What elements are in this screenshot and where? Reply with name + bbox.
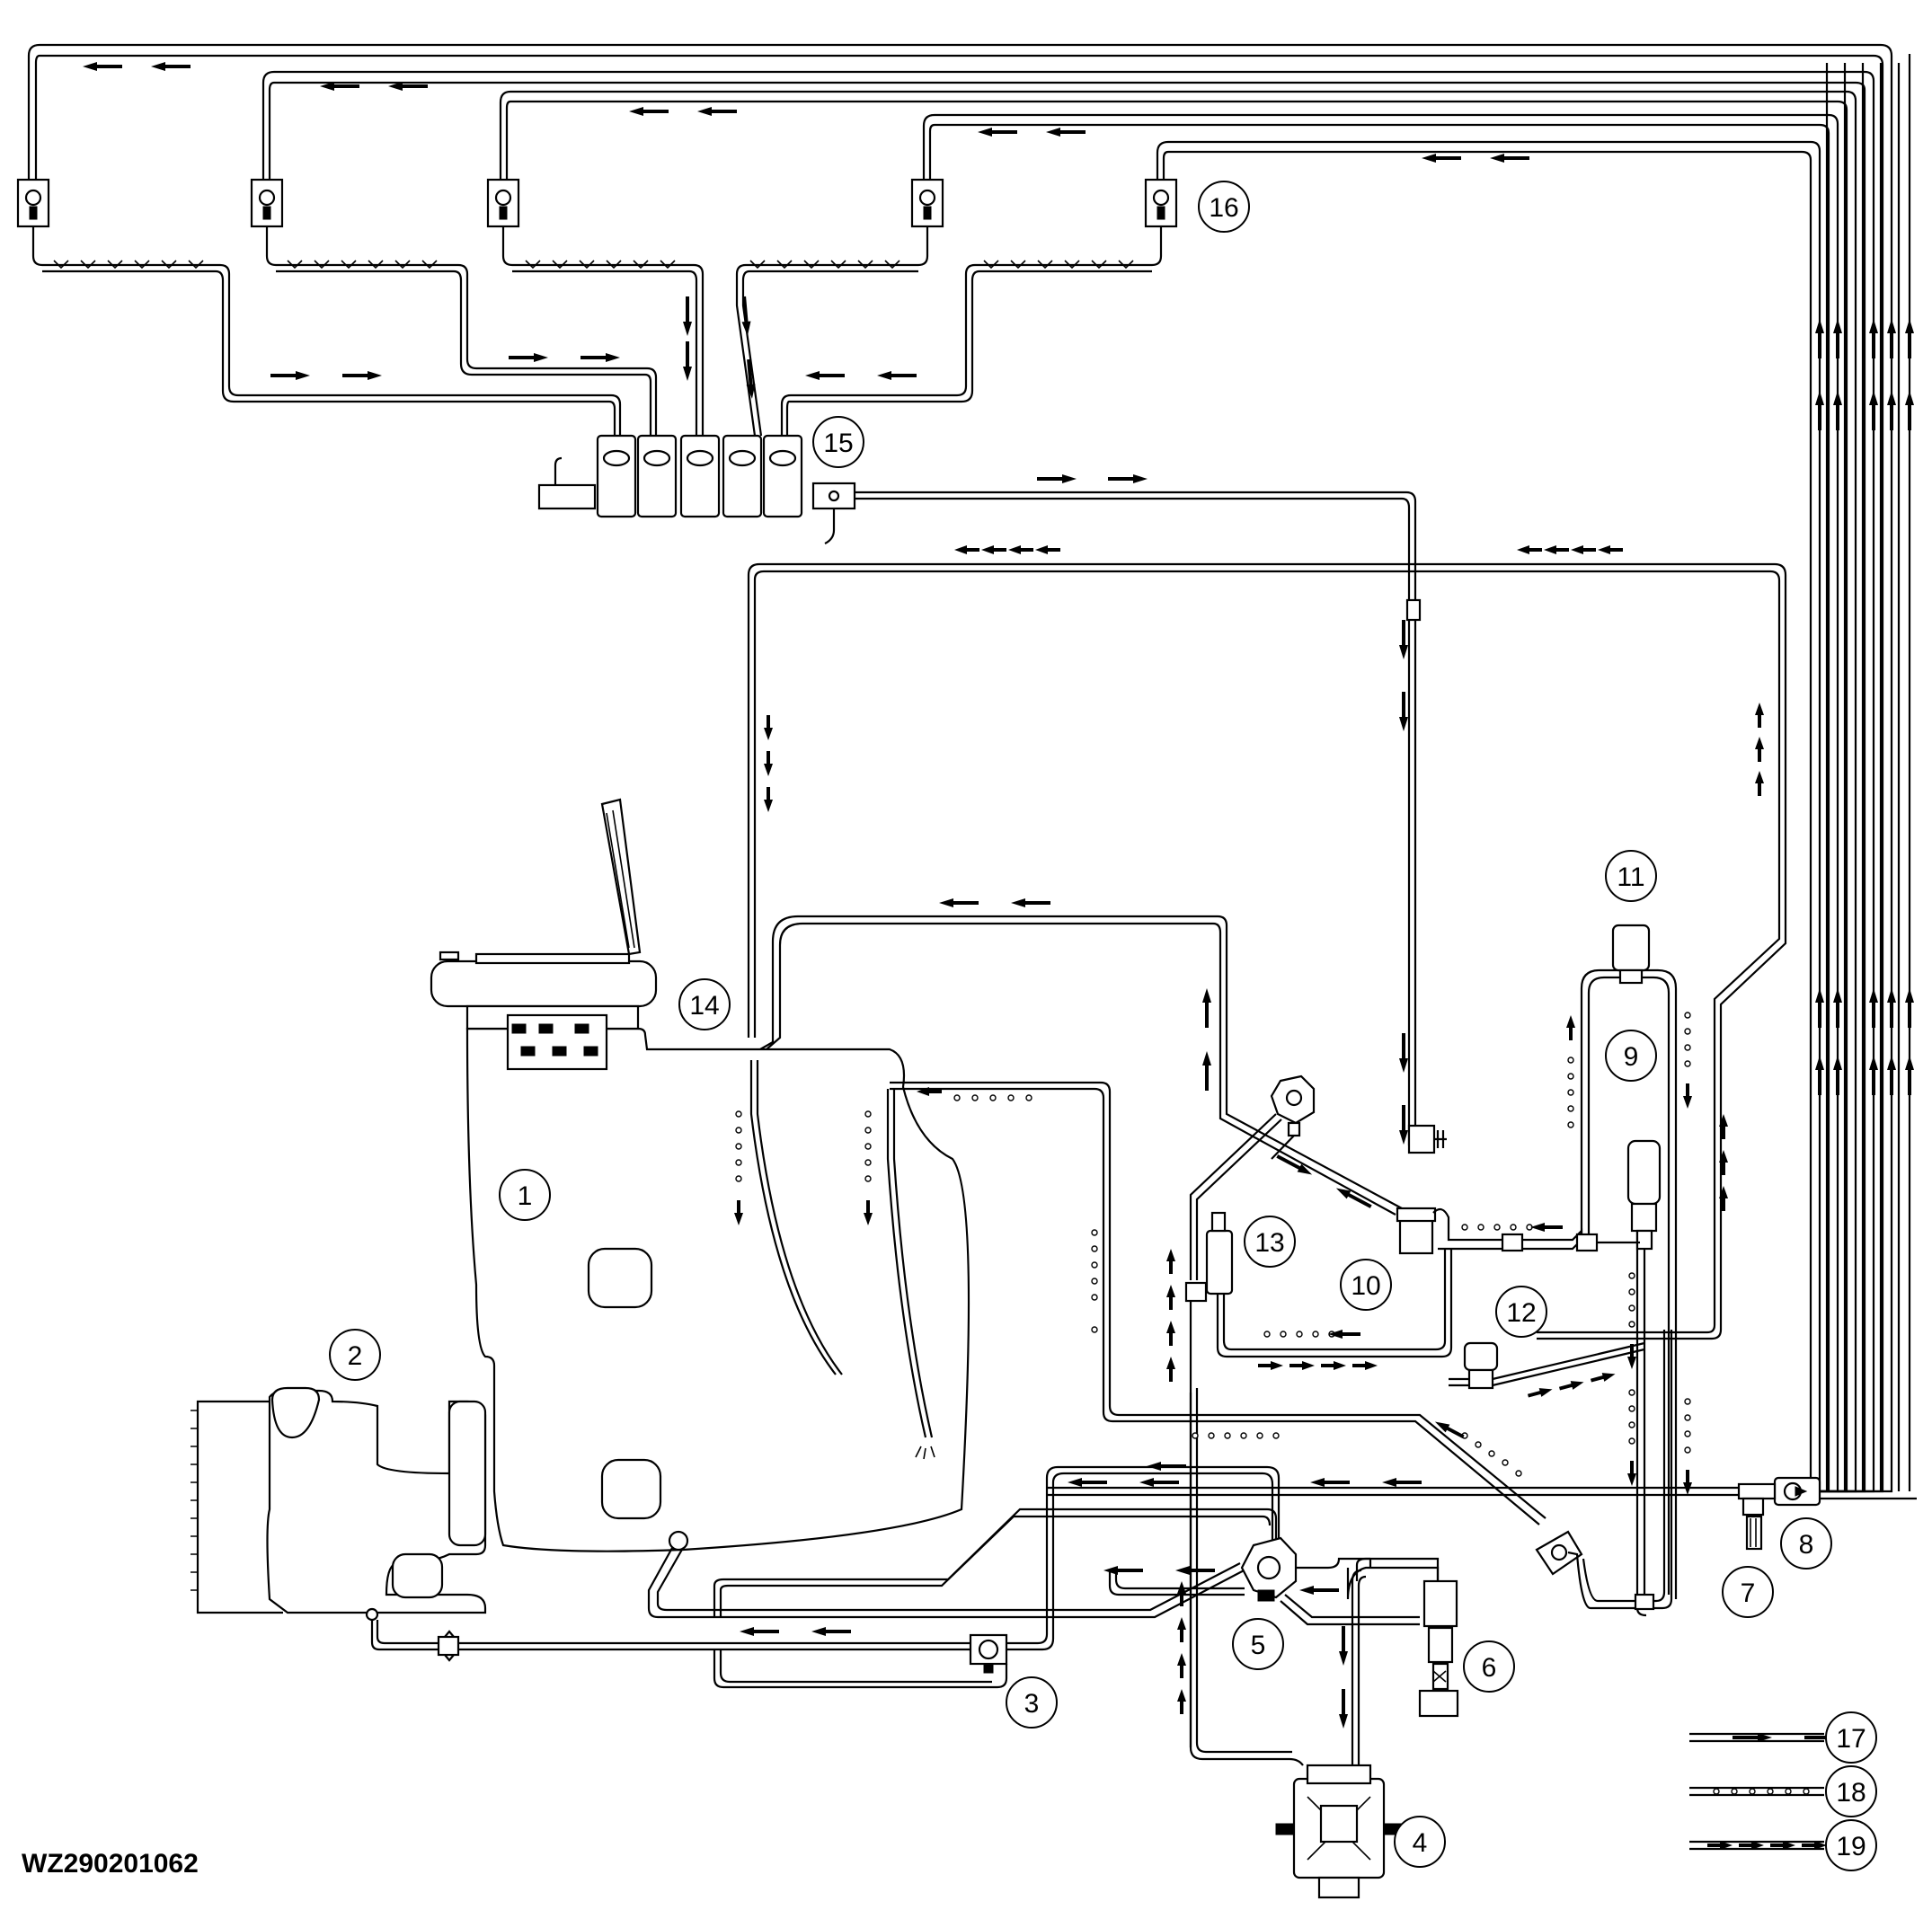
- valve-manifold-14: [1270, 1074, 1316, 1137]
- nozzle-ticks: [53, 260, 1134, 270]
- svg-text:6: 6: [1482, 1653, 1497, 1683]
- top-flow-arrows: [83, 62, 1529, 163]
- svg-text:10: 10: [1351, 1271, 1380, 1301]
- pump-4: [1275, 1764, 1403, 1899]
- valve-12-small: [1463, 1341, 1499, 1390]
- valve12-dots: [1567, 1012, 1691, 1454]
- boom-feed-lines: [27, 43, 1893, 1493]
- rinse-tank: [191, 1386, 487, 1622]
- pump-arrows: [1177, 1581, 1348, 1729]
- valve14-dots: [1192, 1432, 1280, 1439]
- callout-5: 5: [1232, 1618, 1284, 1670]
- valve10-dots: [1263, 1224, 1533, 1338]
- callout-17: 17: [1825, 1711, 1877, 1764]
- right-vertical-arrows: [1815, 319, 1914, 1095]
- valve-13: [1184, 1211, 1234, 1303]
- filter-7: [1741, 1497, 1765, 1551]
- legend-line-19: [1689, 1840, 1827, 1851]
- svg-text:9: 9: [1624, 1042, 1639, 1072]
- section-valve-2: [250, 178, 284, 228]
- section-valve-3: [486, 178, 520, 228]
- supply-line-arrows: [1068, 1478, 1422, 1487]
- callout-19: 19: [1825, 1819, 1877, 1871]
- valve-column-12: [1626, 1139, 1662, 1617]
- svg-text:1: 1: [518, 1181, 533, 1211]
- section-valves: [16, 178, 1178, 228]
- svg-text:15: 15: [823, 429, 853, 458]
- return-loop-arrows: [764, 545, 1764, 1211]
- svg-text:14: 14: [689, 991, 719, 1021]
- callout-13: 13: [1244, 1216, 1296, 1268]
- tank-inner-tubes: [749, 1060, 935, 1460]
- nozzle-bars: [31, 226, 1163, 437]
- pressure-valve-7: [1535, 1530, 1583, 1576]
- svg-text:7: 7: [1741, 1578, 1756, 1608]
- tank-return-loop: [747, 562, 1787, 1340]
- callout-10: 10: [1340, 1259, 1392, 1311]
- callout-14: 14: [678, 978, 731, 1030]
- manifold-line-arrows: [1037, 474, 1408, 1145]
- callout-6: 6: [1463, 1640, 1515, 1693]
- valve12-arrows: [1566, 1015, 1692, 1495]
- legend-line-18: [1689, 1786, 1824, 1797]
- callout-7: 7: [1722, 1566, 1774, 1618]
- svg-text:11: 11: [1617, 862, 1644, 892]
- filter-6: [1418, 1579, 1459, 1718]
- drawing-id: WZ290201062: [22, 1849, 199, 1879]
- callout-11: 11: [1605, 850, 1657, 902]
- tank-dotted-flow: [735, 1094, 1032, 1182]
- callout-1: 1: [499, 1169, 551, 1221]
- svg-text:5: 5: [1251, 1631, 1266, 1660]
- right-trunk-lines: [1784, 54, 1917, 1500]
- main-tank: [430, 798, 970, 1552]
- callout-8: 8: [1780, 1517, 1832, 1570]
- suction-arrows: [740, 1627, 851, 1636]
- rinse-line: [370, 1620, 970, 1651]
- valve12-small-arrows: [1258, 1361, 1616, 1398]
- svg-text:18: 18: [1836, 1778, 1866, 1808]
- legend: [1689, 1732, 1844, 1851]
- callouts: 1 2 3 4 5 6 7 8 9 10 11 12 13 14 15 16 1…: [329, 181, 1877, 1871]
- svg-text:19: 19: [1836, 1832, 1866, 1861]
- section-valve-4: [910, 178, 944, 228]
- svg-text:16: 16: [1209, 193, 1238, 223]
- agitation-dots: [1091, 1229, 1522, 1477]
- check-valve-8: [1737, 1476, 1821, 1507]
- flowmeter-9: [1580, 924, 1678, 1599]
- callout-2: 2: [329, 1329, 381, 1381]
- callout-3: 3: [1006, 1676, 1058, 1729]
- valve5-arrows: [1103, 1566, 1339, 1595]
- agitation-arrows: [939, 898, 1372, 1208]
- svg-text:4: 4: [1413, 1828, 1428, 1858]
- valve-10: [1396, 1124, 1447, 1255]
- callout-15: 15: [812, 416, 864, 468]
- callout-18: 18: [1825, 1765, 1877, 1817]
- callout-9: 9: [1605, 1030, 1657, 1082]
- valve14-arrows: [1147, 1249, 1186, 1471]
- legend-line-17: [1689, 1732, 1844, 1743]
- svg-text:17: 17: [1836, 1724, 1866, 1754]
- svg-text:3: 3: [1024, 1689, 1040, 1719]
- svg-text:12: 12: [1506, 1298, 1536, 1328]
- callout-12: 12: [1495, 1286, 1547, 1338]
- svg-text:2: 2: [348, 1341, 363, 1371]
- section-valve-1: [16, 178, 50, 228]
- svg-text:13: 13: [1254, 1228, 1284, 1258]
- svg-text:8: 8: [1799, 1530, 1814, 1560]
- suction-valve: [969, 1633, 1008, 1674]
- callout-16: 16: [1198, 181, 1250, 233]
- main-valve-5: [1240, 1536, 1298, 1602]
- section-valve-5: [1144, 178, 1178, 228]
- callout-4: 4: [1394, 1816, 1446, 1868]
- manifold-return-line: [855, 491, 1417, 1145]
- nozzle-bar-arrows: [270, 296, 917, 399]
- control-manifold: [537, 434, 856, 544]
